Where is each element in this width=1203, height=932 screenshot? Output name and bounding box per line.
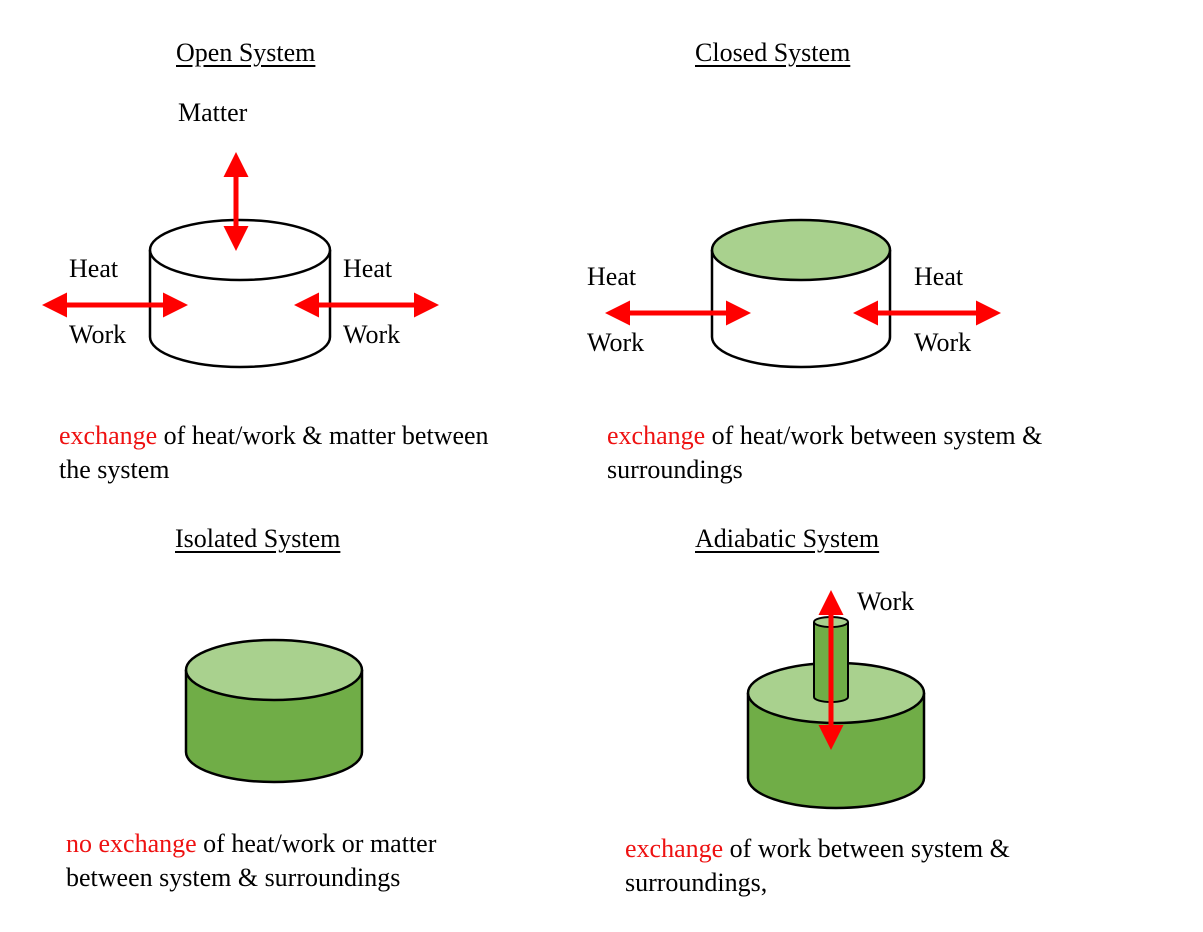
isolated-desc-highlight: no exchange	[66, 829, 197, 858]
closed-heat-left-label: Heat	[587, 262, 637, 291]
isolated-system-cylinder	[184, 638, 364, 784]
open-desc-line1: of heat/work & matter between	[157, 421, 489, 450]
open-heat-left-label: Heat	[69, 254, 119, 283]
closed-work-right-label: Work	[914, 328, 972, 357]
adiabatic-system-title: Adiabatic System	[695, 524, 880, 553]
closed-system-description: exchange of heat/work between system & s…	[607, 419, 1127, 487]
closed-system-cylinder	[710, 218, 892, 369]
isolated-desc-line1: of heat/work or matter	[196, 829, 437, 858]
adiabatic-desc-line1: of work between system &	[723, 834, 1010, 863]
open-work-right-label: Work	[343, 320, 401, 349]
closed-work-left-label: Work	[587, 328, 645, 357]
isolated-desc-line2: between system & surroundings	[66, 863, 401, 892]
open-desc-line2: the system	[59, 455, 170, 484]
closed-system-title: Closed System	[695, 38, 851, 67]
closed-desc-line2: surroundings	[607, 455, 743, 484]
open-system-title: Open System	[176, 38, 316, 67]
closed-desc-line1: of heat/work between system &	[705, 421, 1043, 450]
isolated-system-description: no exchange of heat/work or matter betwe…	[66, 827, 546, 895]
adiabatic-work-label: Work	[857, 587, 915, 616]
isolated-system-title: Isolated System	[175, 524, 341, 553]
closed-heat-right-label: Heat	[914, 262, 964, 291]
open-matter-label: Matter	[178, 98, 248, 127]
open-system-cylinder	[148, 218, 332, 369]
open-heat-right-label: Heat	[343, 254, 393, 283]
adiabatic-system-description: exchange of work between system & surrou…	[625, 832, 1105, 900]
adiabatic-desc-line2: surroundings,	[625, 868, 768, 897]
closed-desc-highlight: exchange	[607, 421, 706, 450]
adiabatic-desc-highlight: exchange	[625, 834, 724, 863]
open-desc-highlight: exchange	[59, 421, 158, 450]
open-system-description: exchange of heat/work & matter between t…	[59, 419, 559, 487]
open-work-left-label: Work	[69, 320, 127, 349]
